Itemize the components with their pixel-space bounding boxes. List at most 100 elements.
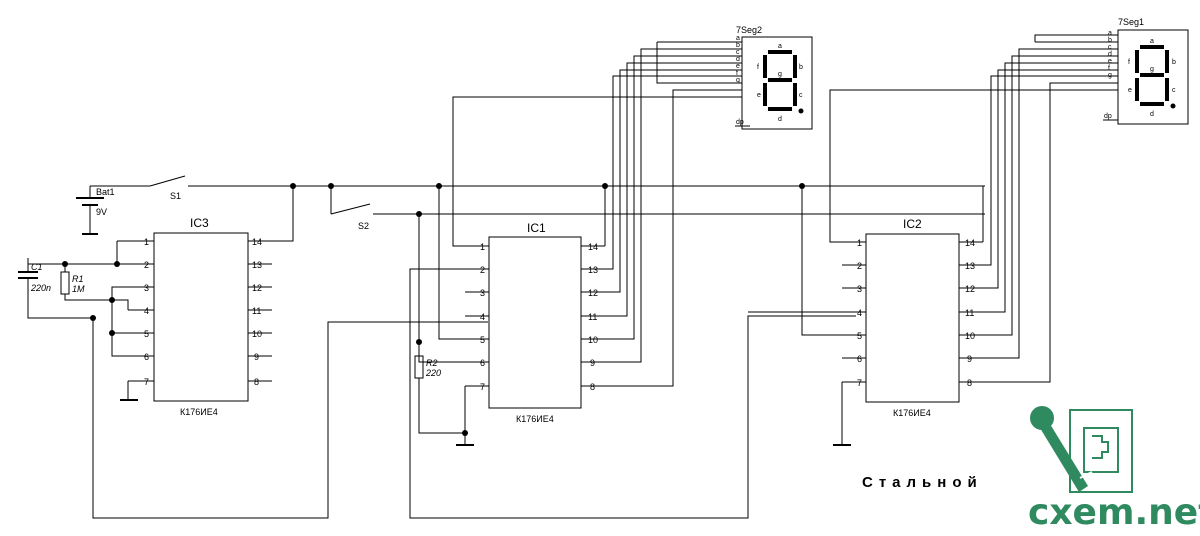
battery-bat1: Bat1 9V: [76, 186, 115, 235]
svg-text:10: 10: [588, 335, 598, 345]
svg-text:e: e: [736, 63, 740, 70]
svg-text:220: 220: [425, 368, 441, 378]
svg-text:14: 14: [588, 242, 598, 252]
switch-s1: S1: [149, 175, 186, 201]
capacitor-c1: C1 220n: [18, 262, 51, 293]
svg-text:R1: R1: [72, 274, 84, 284]
cxem-logo: cxem.net: [1028, 406, 1200, 533]
svg-text:f: f: [757, 64, 759, 71]
svg-text:d: d: [736, 56, 740, 63]
svg-text:7: 7: [480, 382, 485, 392]
svg-text:f: f: [736, 70, 738, 77]
svg-text:220n: 220n: [30, 283, 51, 293]
svg-text:3: 3: [857, 284, 862, 294]
svg-text:7Seg1: 7Seg1: [1118, 17, 1144, 27]
svg-text:b: b: [799, 64, 803, 71]
display-7seg2: 7Seg2 a b c d e f g dp a b c d e: [735, 25, 813, 130]
svg-text:g: g: [736, 77, 740, 84]
svg-text:d: d: [1150, 111, 1154, 118]
svg-text:5: 5: [857, 331, 862, 341]
svg-text:b: b: [736, 42, 740, 49]
bat1-ref: Bat1: [96, 187, 115, 197]
logo-text: cxem.net: [1028, 492, 1200, 533]
svg-text:13: 13: [965, 261, 975, 271]
author-signature: Стальной: [862, 474, 983, 491]
svg-text:c: c: [1172, 87, 1176, 94]
svg-text:2: 2: [857, 261, 862, 271]
svg-text:12: 12: [588, 288, 598, 298]
s2-ref: S2: [358, 221, 369, 231]
resistor-r1: R1 1M: [60, 264, 85, 295]
svg-text:9: 9: [254, 352, 259, 362]
ic3-ref: IC3: [190, 216, 209, 230]
svg-text:10: 10: [252, 329, 262, 339]
bat1-value: 9V: [96, 207, 107, 217]
svg-text:4: 4: [857, 308, 862, 318]
svg-text:3: 3: [144, 283, 149, 293]
svg-text:10: 10: [965, 331, 975, 341]
svg-text:e: e: [1108, 58, 1112, 65]
svg-text:g: g: [1150, 66, 1154, 73]
svg-text:1: 1: [144, 237, 149, 247]
ic3-part: К176ИЕ4: [180, 407, 218, 417]
svg-text:4: 4: [480, 312, 485, 322]
svg-text:dp: dp: [1104, 113, 1112, 120]
svg-text:7: 7: [857, 378, 862, 388]
svg-text:К176ИЕ4: К176ИЕ4: [893, 408, 931, 418]
svg-text:11: 11: [588, 312, 597, 322]
svg-text:11: 11: [252, 306, 261, 316]
svg-text:e: e: [1128, 87, 1132, 94]
svg-text:5: 5: [480, 335, 485, 345]
svg-text:2: 2: [144, 260, 149, 270]
junctions: [62, 183, 805, 436]
svg-text:6: 6: [144, 352, 149, 362]
svg-text:IC2: IC2: [903, 217, 922, 231]
ic2: IC2 К176ИЕ4 1 2 3 4 5 6 7 14 13 12 11 10…: [842, 217, 983, 418]
svg-text:IC1: IC1: [527, 221, 546, 235]
svg-text:f: f: [1108, 65, 1110, 72]
ic3: IC3 К176ИЕ4 1 2 3 4 5 6 7 14 13 12 11 10…: [128, 216, 272, 417]
svg-text:1M: 1M: [72, 284, 85, 294]
display-7seg1: 7Seg1 a b c d e f g dp a b c d e: [1103, 17, 1189, 125]
svg-text:5: 5: [144, 329, 149, 339]
svg-text:e: e: [757, 92, 761, 99]
svg-text:g: g: [778, 71, 782, 78]
svg-text:К176ИЕ4: К176ИЕ4: [516, 414, 554, 424]
svg-text:7Seg2: 7Seg2: [736, 25, 762, 35]
svg-text:c: c: [1108, 44, 1112, 51]
svg-text:1: 1: [857, 238, 862, 248]
svg-text:6: 6: [480, 358, 485, 368]
svg-text:3: 3: [480, 288, 485, 298]
svg-text:C1: C1: [31, 262, 43, 272]
svg-text:a: a: [1108, 30, 1112, 37]
svg-text:8: 8: [590, 382, 595, 392]
svg-text:8: 8: [967, 378, 972, 388]
svg-text:dp: dp: [736, 119, 744, 126]
svg-text:12: 12: [252, 283, 262, 293]
svg-text:a: a: [736, 35, 740, 42]
svg-text:b: b: [1108, 37, 1112, 44]
svg-text:9: 9: [967, 354, 972, 364]
svg-text:b: b: [1172, 59, 1176, 66]
svg-text:14: 14: [252, 237, 262, 247]
screwdriver-icon: [1030, 406, 1093, 492]
svg-text:a: a: [1150, 38, 1154, 45]
svg-text:a: a: [778, 43, 782, 50]
svg-text:13: 13: [252, 260, 262, 270]
svg-text:c: c: [799, 92, 803, 99]
svg-text:14: 14: [965, 238, 975, 248]
svg-text:11: 11: [965, 308, 974, 318]
svg-text:6: 6: [857, 354, 862, 364]
svg-text:13: 13: [588, 265, 598, 275]
svg-text:8: 8: [254, 377, 259, 387]
s1-ref: S1: [170, 191, 181, 201]
svg-text:1: 1: [480, 242, 485, 252]
svg-text:12: 12: [965, 284, 975, 294]
svg-text:4: 4: [144, 306, 149, 316]
svg-text:f: f: [1128, 59, 1130, 66]
svg-text:d: d: [778, 116, 782, 123]
svg-text:2: 2: [480, 265, 485, 275]
svg-text:g: g: [1108, 72, 1112, 79]
switch-s2: S2: [330, 186, 371, 231]
